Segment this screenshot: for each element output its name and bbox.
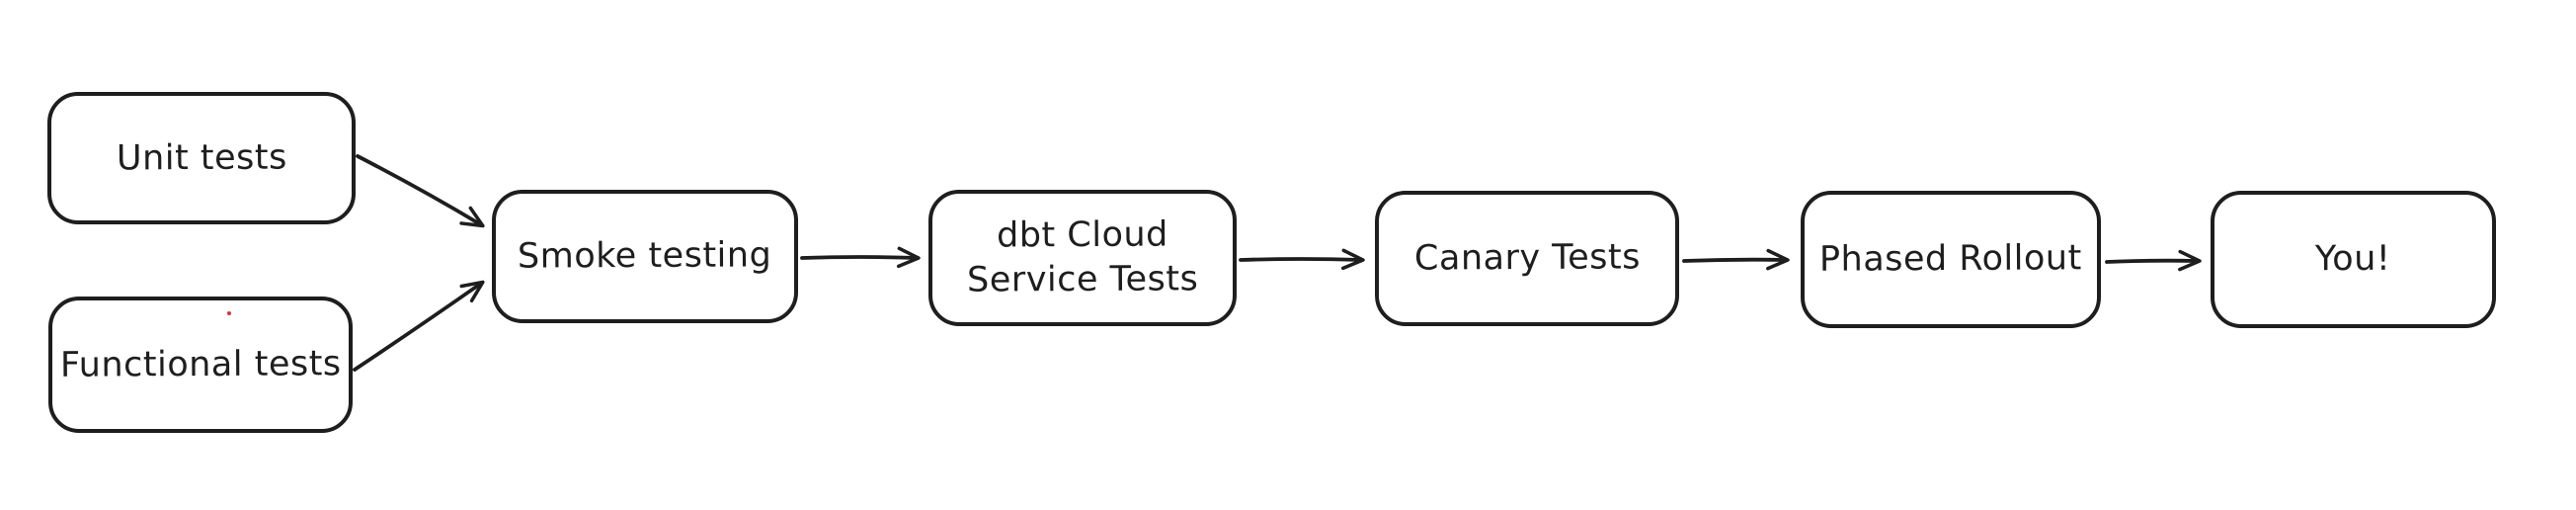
node-you-label: You! bbox=[2315, 238, 2391, 280]
arrow-canary-to-phased bbox=[1682, 248, 1790, 271]
node-functional-tests: Functional tests bbox=[48, 297, 353, 433]
node-unit-tests-label: Unit tests bbox=[116, 137, 287, 179]
arrow-dbt-to-canary bbox=[1239, 248, 1365, 271]
node-dbt-cloud-service-tests: dbt Cloud Service Tests bbox=[928, 190, 1237, 326]
node-dbt-cloud-service-tests-label: dbt Cloud Service Tests bbox=[966, 214, 1199, 300]
arrow-unit-to-smoke bbox=[356, 154, 485, 228]
node-canary-tests: Canary Tests bbox=[1375, 191, 1679, 326]
node-smoke-testing-label: Smoke testing bbox=[518, 235, 772, 277]
node-you: You! bbox=[2211, 191, 2496, 328]
arrow-phased-to-you bbox=[2105, 249, 2202, 272]
arrow-smoke-to-dbt bbox=[800, 246, 921, 269]
node-smoke-testing: Smoke testing bbox=[492, 190, 798, 323]
node-functional-tests-label: Functional tests bbox=[59, 343, 342, 385]
node-phased-rollout-label: Phased Rollout bbox=[1819, 238, 2082, 280]
arrow-functional-to-smoke bbox=[353, 280, 485, 372]
stray-red-dot bbox=[227, 311, 231, 315]
node-unit-tests: Unit tests bbox=[47, 92, 356, 224]
node-canary-tests-label: Canary Tests bbox=[1413, 237, 1641, 279]
node-phased-rollout: Phased Rollout bbox=[1801, 191, 2101, 328]
